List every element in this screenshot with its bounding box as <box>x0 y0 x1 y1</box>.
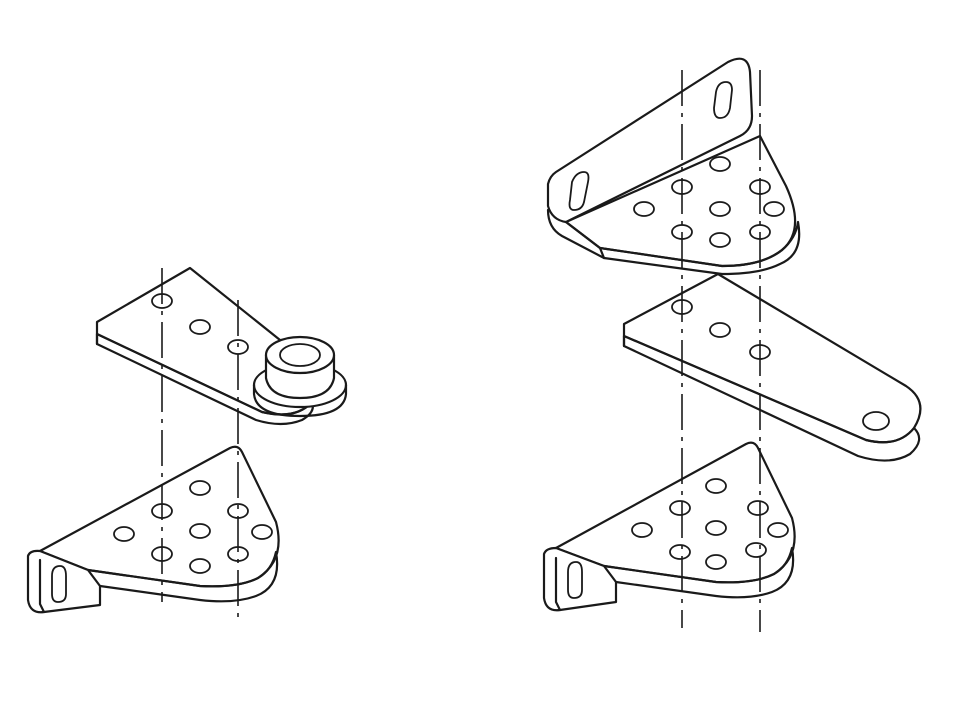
right-assembly <box>542 57 922 632</box>
slot <box>51 565 67 603</box>
bracket-hole <box>189 558 211 574</box>
bracket-hole <box>705 478 727 494</box>
left-bottom-bracket <box>26 445 280 614</box>
bracket-hole <box>189 523 211 539</box>
bracket-hole <box>631 522 653 538</box>
right-top-bracket <box>546 57 801 276</box>
bracket-hole <box>669 544 691 560</box>
bracket-hole <box>709 232 731 248</box>
bracket-hole <box>633 201 655 217</box>
slot <box>713 81 733 119</box>
arm-hole <box>709 322 731 338</box>
bracket-hole <box>745 542 767 558</box>
bracket-hole <box>709 156 731 172</box>
bracket-hole <box>709 201 731 217</box>
pivot-bushing <box>252 335 348 418</box>
bracket-hole <box>705 554 727 570</box>
bracket-hole <box>113 526 135 542</box>
arm-hole <box>189 319 211 335</box>
bracket-hole <box>747 500 769 516</box>
bracket-hole <box>705 520 727 536</box>
bracket-hole <box>669 500 691 516</box>
bracket-hole <box>189 480 211 496</box>
right-bottom-bracket <box>542 441 796 612</box>
left-assembly <box>26 266 348 624</box>
slot <box>567 561 583 599</box>
bracket-hole <box>763 201 785 217</box>
bracket-hole <box>767 522 789 538</box>
bracket-hole <box>251 524 273 540</box>
arm-end-hole <box>862 411 890 431</box>
slot <box>568 171 590 211</box>
right-middle-arm <box>622 272 922 462</box>
